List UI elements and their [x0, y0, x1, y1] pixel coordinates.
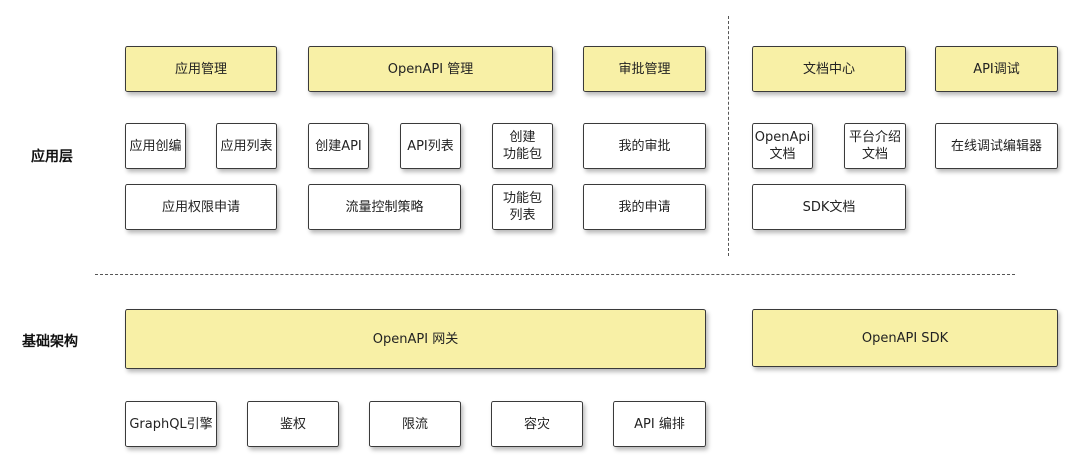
- openapi-gateway-box: OpenAPI 网关: [125, 309, 706, 369]
- docs-center-header: 文档中心: [752, 46, 906, 92]
- graphql-engine-box: GraphQL引擎: [125, 401, 217, 447]
- api-orchestration-box: API 编排: [613, 401, 706, 447]
- app-management-header: 应用管理: [125, 46, 277, 92]
- horizontal-separator: [95, 274, 1015, 275]
- approval-management-header: 审批管理: [583, 46, 706, 92]
- app-list-box: 应用列表: [216, 123, 277, 169]
- disaster-recovery-box: 容灾: [491, 401, 583, 447]
- online-editor-box: 在线调试编辑器: [935, 123, 1058, 169]
- auth-box: 鉴权: [247, 401, 339, 447]
- platform-doc-box: 平台介绍 文档: [844, 123, 906, 169]
- openapi-management-header: OpenAPI 管理: [308, 46, 553, 92]
- flow-control-box: 流量控制策略: [308, 184, 461, 230]
- vertical-separator: [728, 16, 729, 256]
- application-layer-label: 应用层: [31, 149, 73, 165]
- my-request-box: 我的申请: [583, 184, 706, 230]
- api-list-box: API列表: [400, 123, 461, 169]
- openapi-doc-box: OpenApi 文档: [752, 123, 813, 169]
- openapi-sdk-box: OpenAPI SDK: [752, 309, 1058, 367]
- app-create-box: 应用创编: [125, 123, 186, 169]
- sdk-doc-box: SDK文档: [752, 184, 906, 230]
- app-permission-box: 应用权限申请: [125, 184, 277, 230]
- rate-limit-box: 限流: [369, 401, 461, 447]
- create-package-box: 创建 功能包: [492, 123, 553, 169]
- my-approval-box: 我的审批: [583, 123, 706, 169]
- package-list-box: 功能包 列表: [492, 184, 553, 230]
- create-api-box: 创建API: [308, 123, 369, 169]
- api-debug-header: API调试: [935, 46, 1058, 92]
- infrastructure-layer-label: 基础架构: [22, 334, 78, 350]
